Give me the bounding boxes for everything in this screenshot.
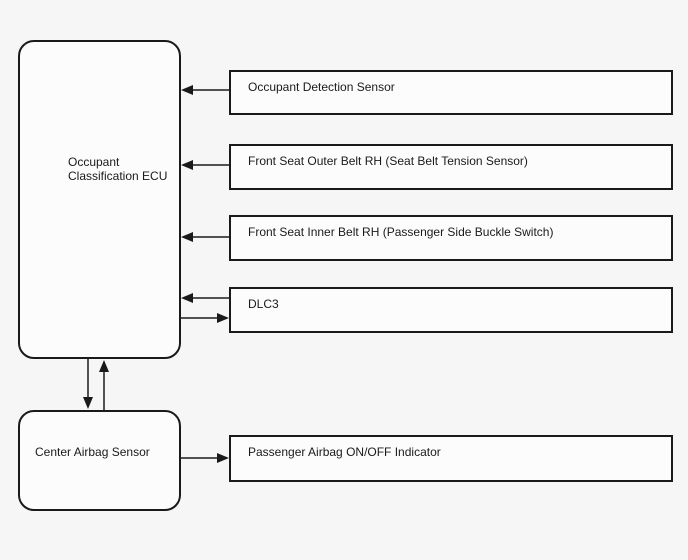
front-seat-inner-belt-label: Front Seat Inner Belt RH (Passenger Side… [248, 225, 554, 239]
arrow-occupant-detection-to-ecu [181, 85, 229, 95]
occupant-detection-sensor-label: Occupant Detection Sensor [248, 80, 395, 94]
arrow-inner-belt-to-ecu [181, 232, 229, 242]
passenger-airbag-indicator-label: Passenger Airbag ON/OFF Indicator [248, 445, 441, 459]
center-airbag-sensor-box: Center Airbag Sensor [18, 410, 181, 511]
center-airbag-sensor-label: Center Airbag Sensor [35, 445, 150, 459]
arrow-ecu-to-dlc3 [181, 313, 229, 323]
occupant-detection-sensor-box: Occupant Detection Sensor [229, 70, 673, 115]
arrow-outer-belt-to-ecu [181, 160, 229, 170]
front-seat-outer-belt-box: Front Seat Outer Belt RH (Seat Belt Tens… [229, 144, 673, 190]
arrow-center-airbag-to-ecu [99, 360, 109, 410]
arrow-center-airbag-to-indicator [181, 453, 229, 463]
front-seat-inner-belt-box: Front Seat Inner Belt RH (Passenger Side… [229, 215, 673, 261]
front-seat-outer-belt-label: Front Seat Outer Belt RH (Seat Belt Tens… [248, 154, 528, 168]
passenger-airbag-indicator-box: Passenger Airbag ON/OFF Indicator [229, 435, 673, 482]
ecu-box: Occupant Classification ECU [18, 40, 181, 359]
arrow-ecu-to-center-airbag [83, 359, 93, 409]
ecu-label: Occupant Classification ECU [68, 155, 168, 183]
dlc3-label: DLC3 [248, 297, 279, 311]
dlc3-box: DLC3 [229, 287, 673, 333]
arrow-dlc3-to-ecu [181, 293, 229, 303]
